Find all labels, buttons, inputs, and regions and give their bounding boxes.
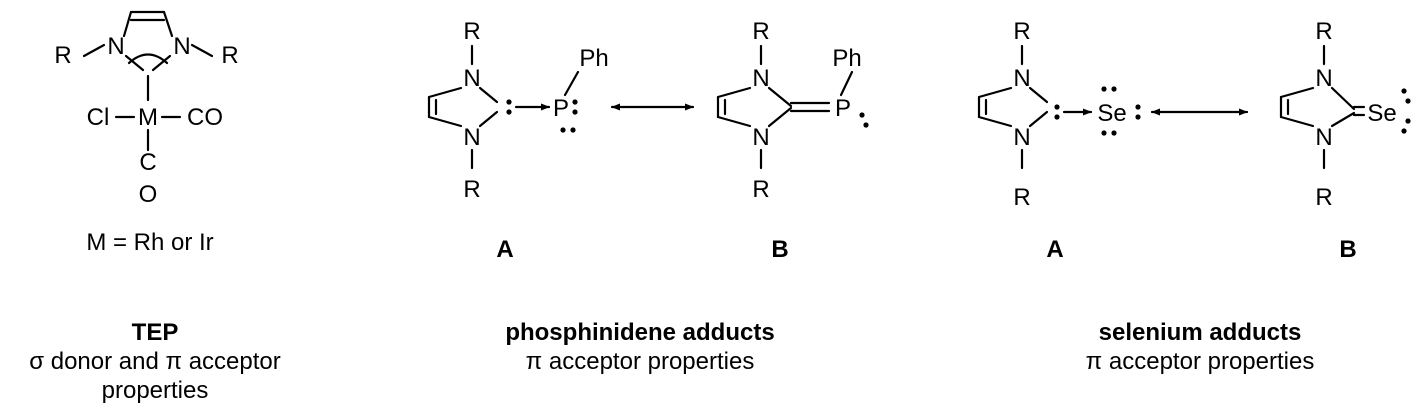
selenium-structure-b [1279,44,1366,170]
label-a: A [496,236,513,263]
atom-m: M [138,104,158,131]
tep-structure [82,10,214,152]
label-b: B [1339,236,1356,263]
phosphinidene-description: π acceptor properties [525,348,755,375]
atom-n: N [463,124,480,151]
tep-description: σ donor and π acceptor [29,348,281,375]
atom-r: R [221,42,238,69]
atom-co: CO [187,104,223,131]
atom-se: Se [1367,100,1396,127]
phosphinidene-structure-b [716,44,854,170]
atom-r: R [1013,184,1030,211]
tep-title: TEP [131,319,179,346]
label-a: A [1046,236,1063,263]
atom-n: N [107,33,124,60]
atom-n: N [173,33,190,60]
atom-n: N [463,65,480,92]
atom-r: R [54,42,71,69]
atom-n: N [752,124,769,151]
atom-ph: Ph [832,45,861,72]
selenium-caption: selenium adducts π acceptor properties [1030,318,1370,376]
atom-se: Se [1097,100,1126,127]
phosphinidene-caption: phosphinidene adducts π acceptor propert… [470,318,810,376]
atom-r: R [1013,18,1030,45]
atom-p: P [835,95,851,122]
atom-n: N [1315,124,1332,151]
atom-r: R [463,176,480,203]
atom-n: N [1315,65,1332,92]
selenium-structure-a [977,44,1249,170]
atom-n: N [1013,65,1030,92]
atom-p: P [553,95,569,122]
atom-o: O [139,181,158,208]
metal-note: M = Rh or Ir [86,229,213,256]
selenium-title: selenium adducts [1098,319,1302,346]
phosphinidene-title: phosphinidene adducts [505,319,775,346]
tep-caption: TEP σ donor and π acceptor properties [0,318,310,405]
label-b: B [771,236,788,263]
atom-cl: Cl [87,104,110,131]
atom-r: R [463,18,480,45]
atom-r: R [1315,18,1332,45]
atom-n: N [1013,124,1030,151]
atom-r: R [1315,184,1332,211]
atom-r: R [752,18,769,45]
atom-ph: Ph [579,45,608,72]
phosphinidene-structure-a [427,44,695,170]
atom-n: N [752,65,769,92]
tep-description-cont: properties [101,377,209,404]
atom-c: C [139,149,156,176]
selenium-description: π acceptor properties [1085,348,1315,375]
atom-r: R [752,176,769,203]
